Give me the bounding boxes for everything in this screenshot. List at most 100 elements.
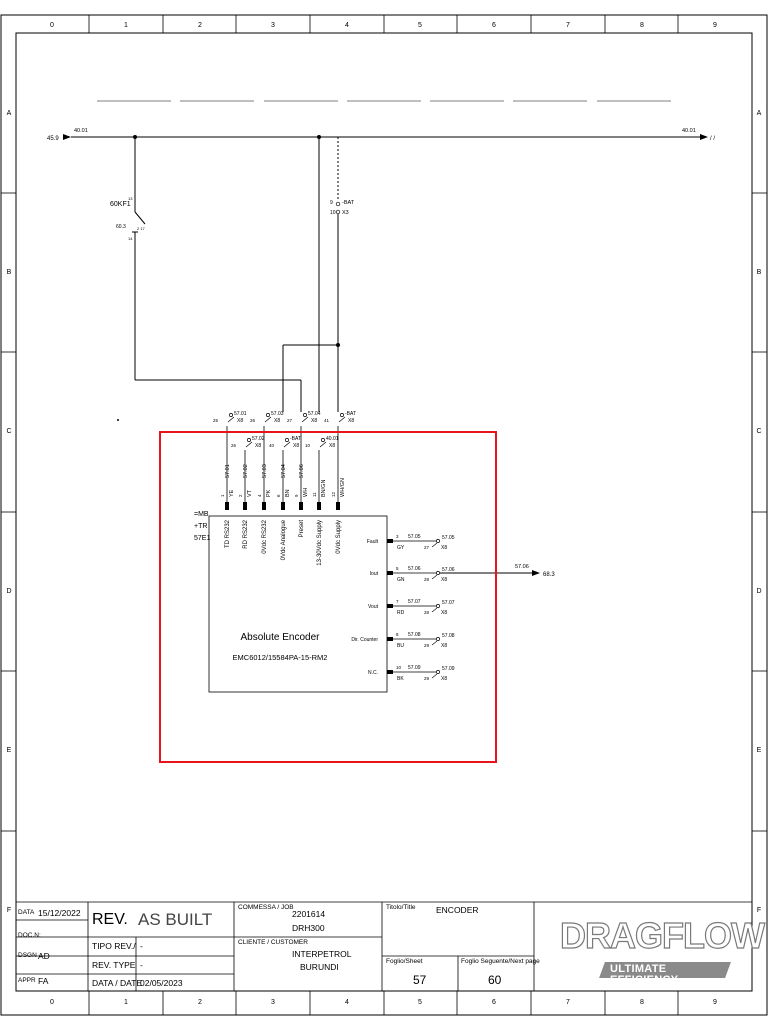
grid-row-label: F bbox=[7, 907, 11, 914]
x3-strip: X3 bbox=[342, 210, 349, 216]
right-terminal-dot bbox=[436, 637, 440, 641]
bus-left-addr: 40.01 bbox=[74, 128, 88, 134]
grid-col-label: 6 bbox=[492, 999, 496, 1006]
right-pin-color: BU bbox=[397, 643, 404, 649]
grid-col-label: 4 bbox=[345, 999, 349, 1006]
terminal-tick bbox=[283, 441, 291, 448]
dsgn-label: DSGN bbox=[18, 952, 37, 959]
terminal-tick bbox=[264, 416, 272, 423]
encoder-tag-2: +TR bbox=[194, 523, 207, 530]
encoder-box bbox=[208, 515, 388, 693]
pin-label: RD RS232 bbox=[243, 519, 249, 548]
right-pin-addr: 57.06 bbox=[408, 566, 421, 572]
right-terminal-strip: X8 bbox=[441, 676, 447, 682]
bus-right-ref: / / bbox=[710, 136, 715, 142]
terminal-addr: 57.03 bbox=[271, 411, 284, 417]
pin-color: WH bbox=[303, 488, 309, 497]
relay-tag: 60KF1 bbox=[110, 201, 131, 208]
grid-row-label: A bbox=[7, 110, 12, 117]
output-addr: 57.06 bbox=[515, 564, 529, 570]
highlight-box bbox=[159, 431, 497, 763]
relay-pin-top: 13 bbox=[128, 196, 133, 201]
title-label: Titolo/Title bbox=[386, 904, 416, 911]
output-signal: 57.06 68.3 bbox=[440, 564, 555, 578]
terminal-number: 26 bbox=[231, 443, 237, 448]
bus-left-ref: 45.9 bbox=[47, 136, 59, 142]
pin-wire-addr: 57.01 bbox=[225, 464, 231, 478]
right-pin-addr: 57.09 bbox=[408, 665, 421, 671]
grid-col-label: 1 bbox=[124, 999, 128, 1006]
title-block-grid bbox=[16, 901, 752, 991]
encoder-block: Absolute Encoder EMC6012/15584PA-15-RM2 … bbox=[194, 511, 388, 693]
distribution-wires bbox=[135, 137, 339, 412]
grid-row-label: D bbox=[6, 588, 11, 595]
pin-color: VT bbox=[247, 489, 253, 497]
terminal-addr: 40.01 bbox=[326, 436, 339, 442]
pin-color: BN/GN bbox=[321, 480, 327, 497]
right-terminal-number: 27 bbox=[424, 545, 430, 550]
junction-node bbox=[336, 343, 340, 347]
right-terminal-tick bbox=[431, 607, 438, 613]
terminal-tick bbox=[227, 416, 235, 423]
right-terminal-addr: 57.07 bbox=[442, 600, 455, 606]
logo-tagline: ULTIMATE EFFICIENCY bbox=[610, 963, 679, 986]
grid-row-label: B bbox=[7, 269, 12, 276]
terminal-addr: -BAT bbox=[345, 411, 356, 417]
terminal-tick bbox=[245, 441, 253, 448]
docn-label: DOC.N: bbox=[18, 932, 41, 939]
terminal-number: 26 bbox=[250, 418, 256, 423]
terminal-strip: X8 bbox=[293, 443, 299, 449]
tipo-rev-value: - bbox=[140, 941, 143, 951]
terminal-x3: 9 10 -BAT X3 bbox=[330, 137, 355, 345]
grid-col-label: 3 bbox=[271, 22, 275, 29]
terminal-number: 41 bbox=[324, 418, 330, 423]
grid-col-label: 3 bbox=[271, 999, 275, 1006]
grid-col-label: 5 bbox=[418, 999, 422, 1006]
grid-row-label: E bbox=[757, 747, 762, 754]
appr-label: APPR bbox=[18, 977, 36, 984]
right-pin-number: 3 bbox=[396, 534, 399, 539]
encoder-title: Absolute Encoder bbox=[241, 632, 321, 643]
relay-pin-bottom: 14 bbox=[128, 236, 133, 241]
right-terminal-tick bbox=[431, 640, 438, 646]
right-terminal-dot bbox=[436, 571, 440, 575]
outer-frame bbox=[0, 14, 768, 1016]
right-pin-addr: 57.08 bbox=[408, 632, 421, 638]
terminal-strip: X8 bbox=[274, 418, 280, 424]
right-pin-connector bbox=[387, 571, 393, 575]
grid-col-label: 8 bbox=[640, 22, 644, 29]
pin-connector bbox=[225, 502, 229, 510]
grid-col-label: 0 bbox=[50, 999, 54, 1006]
bus-right-addr: 40.01 bbox=[682, 128, 696, 134]
pin-number: 11 bbox=[312, 492, 317, 497]
pin-number: 12 bbox=[331, 491, 336, 497]
grid-col-label: 6 bbox=[492, 22, 496, 29]
date-value: 15/12/2022 bbox=[38, 908, 81, 918]
date-label: DATA bbox=[18, 909, 35, 916]
terminal-number: 10 bbox=[305, 443, 311, 448]
right-terminal-strip: X8 bbox=[441, 545, 447, 551]
right-pin-number: 8 bbox=[396, 632, 399, 637]
right-terminal-number: 29 bbox=[424, 643, 430, 648]
right-pin-color: GY bbox=[397, 545, 405, 551]
terminal-dot bbox=[247, 438, 251, 442]
pin-connector bbox=[299, 502, 303, 510]
grid-row-label: D bbox=[756, 588, 761, 595]
encoder-tag-1: =MB bbox=[194, 511, 209, 518]
grid-col-label: 7 bbox=[566, 22, 570, 29]
bus-left-arrow bbox=[63, 134, 71, 140]
inner-frame bbox=[15, 32, 753, 992]
top-bus: 45.9 40.01 40.01 / / bbox=[47, 128, 715, 142]
terminal-addr: 57.01 bbox=[234, 411, 247, 417]
date-label-2: DATA / DATE bbox=[92, 978, 143, 988]
pin-connector bbox=[262, 502, 266, 510]
relay-60kf1: 60KF1 13 60.3 14 2 17 bbox=[110, 137, 146, 380]
